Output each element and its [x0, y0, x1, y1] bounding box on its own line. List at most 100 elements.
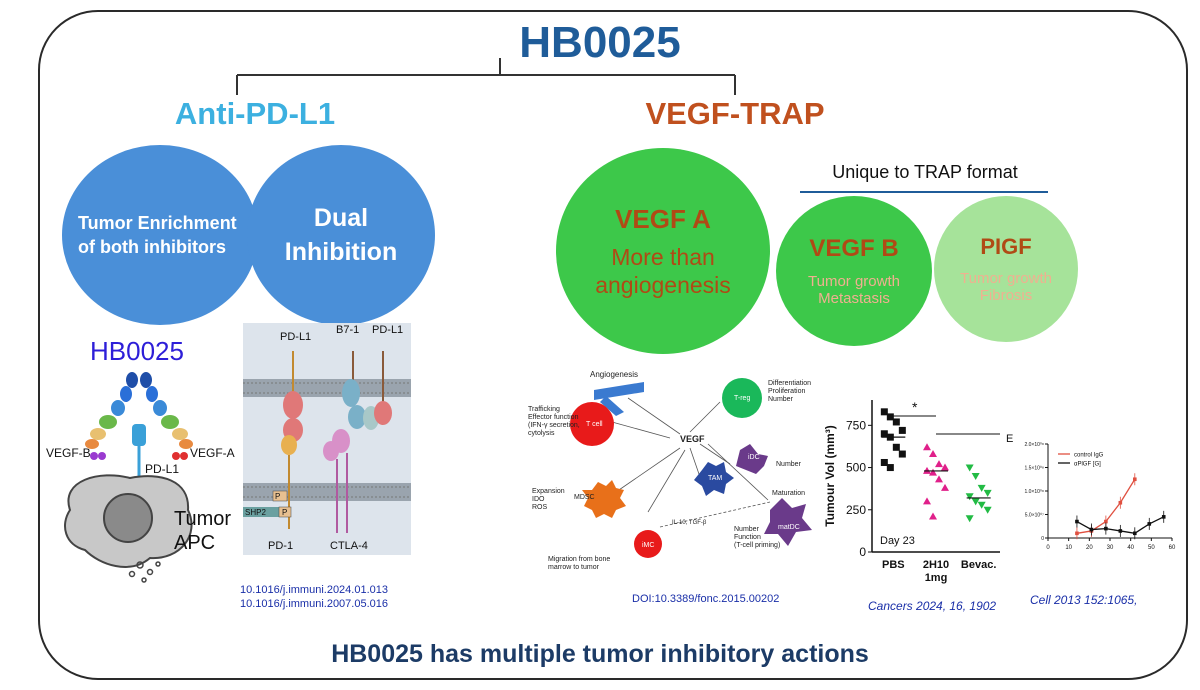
scatter-point [935, 460, 943, 468]
scatter-point [965, 464, 974, 472]
mdsc-note-1: Expansion [532, 488, 565, 495]
line-y-tick-label: 1.5×10⁰⁸ [1024, 466, 1044, 472]
ref-doi: DOI:10.3389/fonc.2015.00202 [632, 593, 780, 605]
line-x-tick-label: 20 [1086, 545, 1093, 551]
scatter-y-tick-label: 500 [846, 461, 866, 475]
line-point [1118, 500, 1123, 505]
scatter-y-tick-label: 0 [859, 545, 866, 559]
scatter-point [880, 408, 888, 416]
maturation-label: Maturation [772, 490, 806, 497]
scatter-point [898, 426, 906, 434]
line-point [1118, 529, 1123, 533]
treg-note-1: Differentiation [768, 380, 812, 387]
matdc-label: matDC [778, 524, 800, 531]
angiogenesis-label: Angiogenesis [590, 370, 639, 379]
line-x-tick-label: 60 [1169, 545, 1176, 551]
footer-summary: HB0025 has multiple tumor inhibitory act… [331, 640, 869, 668]
il10-label: IL-10, TGF-β [672, 520, 707, 526]
scatter-category-label: Bevac. [961, 559, 996, 571]
scatter-y-tick-label: 250 [846, 503, 866, 517]
matdc-note-3: (T-cell priming) [734, 542, 781, 549]
scatter-point [965, 515, 974, 523]
treg-label: T-reg [734, 395, 751, 402]
tcell-notes: Trafficking Effector function (IFN-γ sec… [528, 406, 580, 438]
line-x-tick-label: 10 [1065, 545, 1072, 551]
scatter-point [971, 498, 980, 506]
tam-label: TAM [708, 475, 723, 482]
scatter-significance-star: * [912, 399, 918, 415]
vegf-a-label: VEGF-A [190, 446, 235, 460]
antibody-label: HB0025 [90, 336, 184, 366]
scatter-point [898, 450, 906, 458]
imc-note-1: Migration from bone [548, 556, 611, 563]
scatter-point [923, 443, 931, 451]
scatter-category-label: PBS [882, 559, 905, 571]
matdc-note-2: Function [734, 534, 761, 541]
scatter-point [886, 413, 894, 421]
imc-label: iMC [642, 542, 655, 549]
line-point [1133, 477, 1137, 482]
dual-inhibition-text: Dual Inhibition [284, 204, 398, 266]
scatter-category-label: 1mg [925, 572, 948, 584]
line-point [1133, 531, 1137, 536]
scatter-point [971, 473, 980, 480]
membrane-b7-1: B7-1 [336, 324, 360, 336]
line-y-tick-label: 0 [1041, 536, 1044, 542]
scatter-point [880, 430, 888, 438]
vegf-b-label: VEGF-B [46, 446, 91, 460]
line-y-tick-label: 1.0×10⁰⁸ [1024, 489, 1044, 495]
imc-notes: Migration from bone marrow to tumor [548, 556, 610, 572]
vegf-a-body: More than angiogenesis [595, 243, 731, 298]
vegf-b-title: VEGF B [809, 235, 899, 262]
pigf-body1: Tumor growth [960, 270, 1052, 287]
line-x-tick-label: 0 [1046, 545, 1050, 551]
pigf-circle: PIGF Tumor growth Fibrosis [934, 196, 1078, 342]
line-x-tick-label: 50 [1148, 545, 1155, 551]
line-point [1104, 526, 1108, 531]
line-point [1147, 522, 1152, 526]
ref-cancers: Cancers 2024, 16, 1902 [868, 599, 997, 613]
tumor-label: Tumor [174, 508, 232, 530]
dual-inhibition-circle: Dual Inhibition [247, 145, 435, 325]
pigf-title: PIGF [980, 234, 1032, 259]
line-panel-label: E [1006, 433, 1013, 445]
main-title: HB0025 [519, 18, 681, 67]
scatter-point [929, 512, 937, 520]
vegf-a-circle: VEGF A More than angiogenesis [556, 148, 770, 354]
line-y-tick-label: 5.0×10⁰⁷ [1025, 513, 1044, 519]
treg-note-2: Proliferation [768, 388, 806, 395]
line-y-tick-label: 2.0×10⁰⁸ [1024, 442, 1044, 448]
tcell-note-2: Effector function [528, 414, 579, 421]
vegf-b-body2: Metastasis [818, 290, 890, 307]
line-point [1075, 531, 1079, 536]
scatter-point [977, 501, 986, 509]
line-point [1075, 519, 1079, 524]
membrane-pd-1: PD-1 [268, 540, 294, 552]
ref-cell: Cell 2013 152:1065, [1030, 593, 1138, 607]
scatter-point [886, 464, 894, 472]
mdsc-label: MDSC [574, 494, 595, 501]
tumor-enrichment-circle: Tumor Enrichment of both inhibitors [62, 145, 258, 325]
scatter-point [880, 458, 888, 466]
membrane-shp2: SHP2 [245, 508, 266, 517]
rounded-frame [38, 10, 1188, 680]
tcell-note-3: (IFN-γ secretion, [528, 422, 580, 429]
membrane-p-2: P [282, 508, 288, 517]
scatter-point [923, 497, 931, 505]
line-x-tick-label: 40 [1127, 545, 1134, 551]
line-x-tick-label: 30 [1107, 545, 1114, 551]
tcell-label: T cell [586, 421, 603, 428]
scatter-y-tick-label: 750 [846, 418, 866, 432]
scatter-point [892, 443, 900, 451]
ref-left-1: 10.1016/j.immuni.2024.01.013 [240, 584, 388, 596]
matdc-note-1: Number [734, 526, 759, 533]
scatter-point [892, 418, 900, 426]
tcell-note-4: cytolysis [528, 430, 555, 437]
membrane-ctla-4: CTLA-4 [330, 540, 368, 552]
anti-pdl1-heading: Anti-PD-L1 [174, 96, 336, 131]
idc-number-label: Number [776, 461, 801, 468]
ref-left-2: 10.1016/j.immuni.2007.05.016 [240, 598, 388, 610]
membrane-checkpoint-diagram [243, 323, 411, 555]
scatter-point [941, 483, 949, 491]
